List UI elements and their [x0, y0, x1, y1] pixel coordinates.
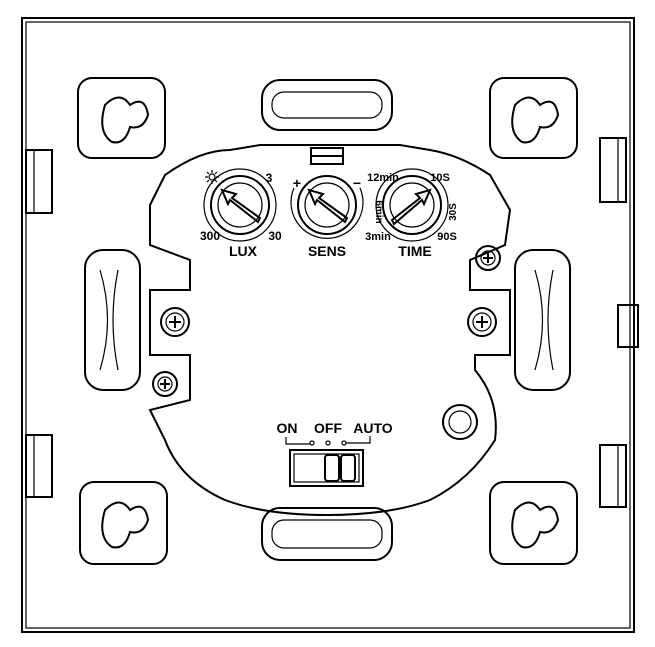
- keyhole-mounts: [77, 77, 578, 565]
- lux-label: LUX: [229, 243, 258, 259]
- sens-dial[interactable]: [290, 175, 364, 239]
- time-10s-label: 10S: [430, 172, 450, 184]
- test-button[interactable]: [442, 404, 478, 440]
- switch-off-label: OFF: [314, 420, 342, 436]
- time-90s-label: 90S: [437, 231, 457, 243]
- time-6min-label: 6min: [373, 200, 384, 223]
- arrow-icon: [307, 188, 349, 224]
- mounting-slots: [84, 79, 571, 561]
- time-12min-label: 12min: [367, 172, 399, 184]
- time-3min-label: 3min: [365, 231, 391, 243]
- time-dial[interactable]: [375, 168, 449, 242]
- switch-position-markers: [285, 436, 371, 446]
- plate-inner-edge: [25, 21, 631, 629]
- indicator-window: [310, 147, 344, 165]
- mounting-plate: [21, 17, 635, 633]
- sens-plus-label: +: [293, 175, 301, 191]
- switch-auto-label: AUTO: [353, 420, 393, 436]
- time-label: TIME: [398, 243, 431, 259]
- arrow-icon: [390, 188, 432, 226]
- arrow-icon: [220, 188, 262, 224]
- sun-icon: [205, 170, 219, 184]
- lux-min-label: 300: [200, 229, 220, 243]
- sensor-body: [148, 144, 512, 517]
- lux-max-label: 3: [266, 171, 273, 185]
- screw-icons: [152, 245, 501, 397]
- side-tabs: [25, 137, 639, 508]
- sens-minus-label: −: [353, 175, 361, 191]
- lux-mid-label: 30: [268, 229, 282, 243]
- mode-switch[interactable]: [289, 449, 364, 487]
- sens-label: SENS: [308, 243, 346, 259]
- lux-dial[interactable]: [203, 168, 277, 242]
- time-30s-label: 30S: [448, 203, 459, 221]
- switch-on-label: ON: [277, 420, 298, 436]
